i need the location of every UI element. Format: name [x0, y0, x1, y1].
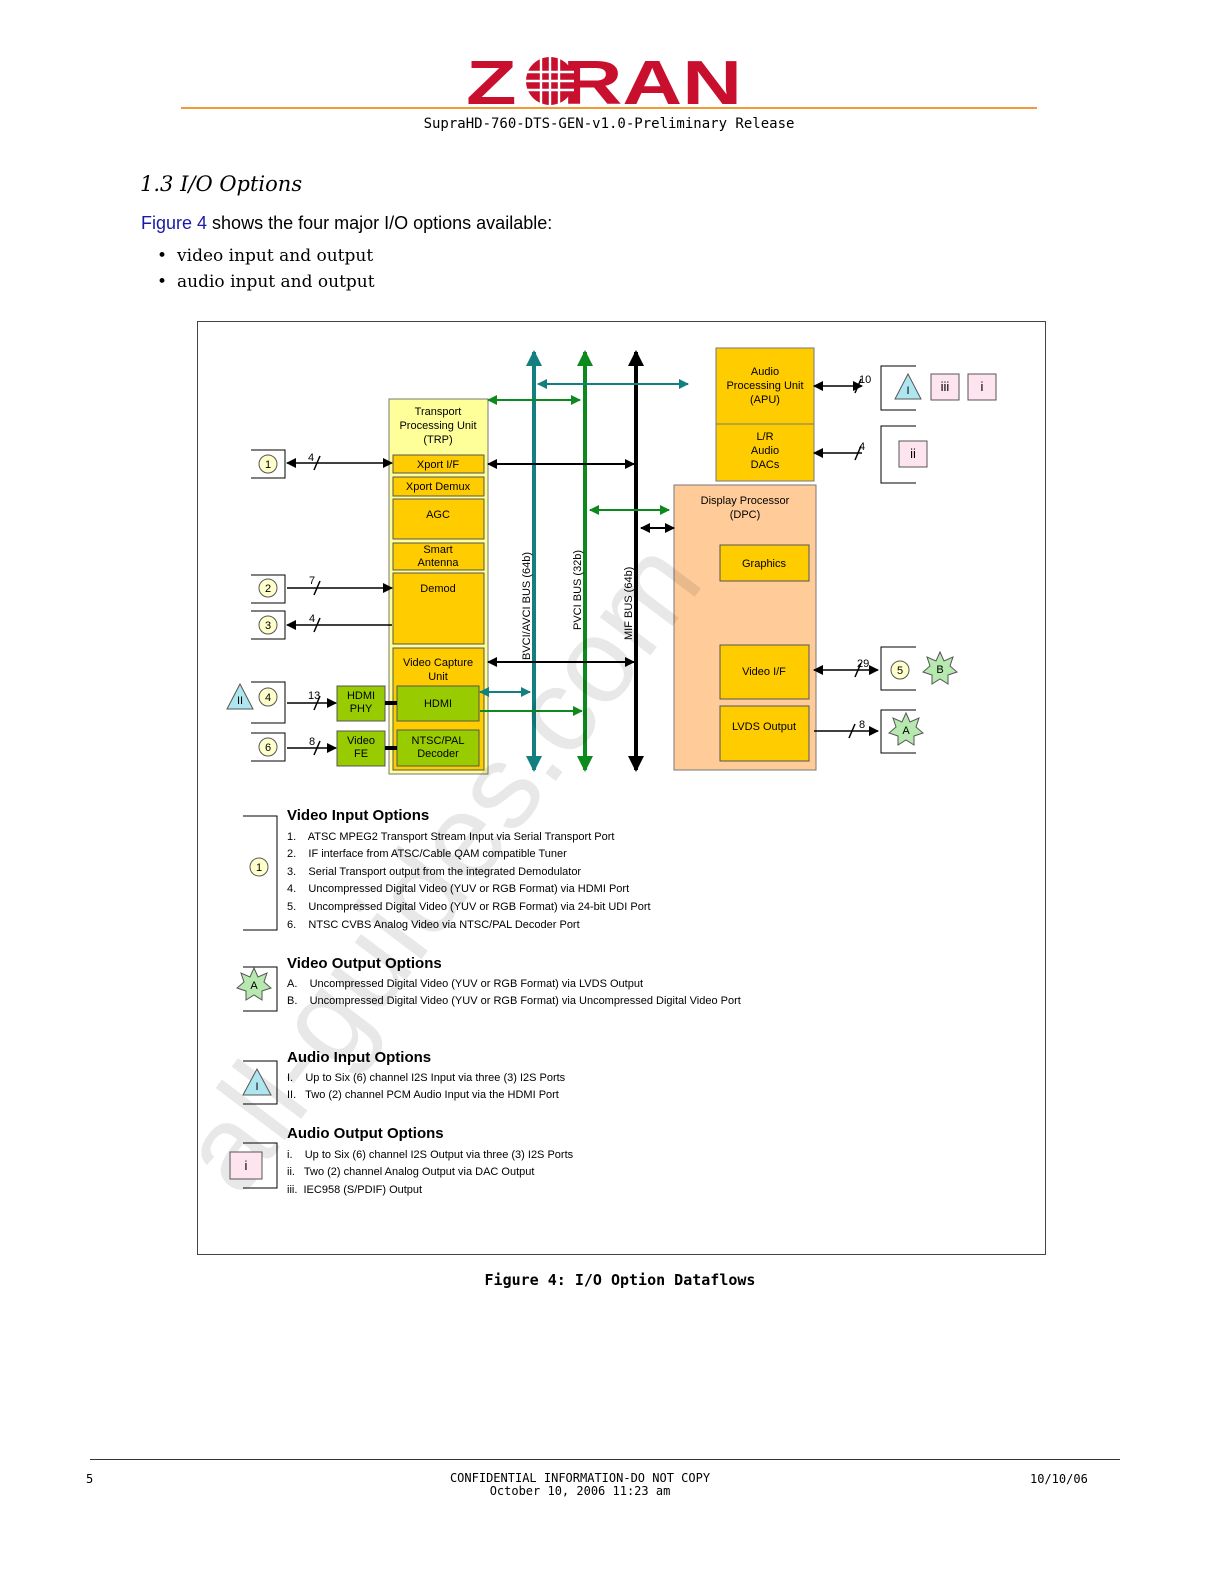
width-lvds: 8	[859, 719, 865, 731]
width-in2: 7	[309, 575, 315, 587]
audio-in-II-icon: II	[237, 695, 243, 707]
svg-text:Z RAN: Z RAN	[466, 54, 742, 108]
footer-center: CONFIDENTIAL INFORMATION-DO NOT COPY Oct…	[380, 1472, 780, 1498]
dpc-label: Display Processor(DPC)	[701, 495, 790, 521]
agc-label: AGC	[426, 509, 450, 521]
bvci-bus-label: BVCI/AVCI BUS (64b)	[521, 552, 533, 660]
legend-item: 5. Uncompressed Digital Video (YUV or RG…	[287, 901, 651, 913]
pvci-bus-label: PVCI BUS (32b)	[572, 550, 584, 630]
header-rule	[181, 107, 1037, 109]
lvds-label: LVDS Output	[732, 721, 796, 733]
video-out-A-icon: A	[902, 725, 910, 737]
port-5-icon: 5	[897, 665, 903, 677]
legend-item: II. Two (2) channel PCM Audio Input via …	[287, 1089, 559, 1101]
mif-bus-label: MIF BUS (64b)	[623, 567, 635, 640]
hdmi-label: HDMI	[424, 698, 452, 710]
width-out3: 4	[309, 613, 315, 625]
legend-video-out-title: Video Output Options	[287, 955, 442, 972]
legend-video-in-icon: 1	[256, 862, 262, 874]
document-subtitle: SupraHD-760-DTS-GEN-v1.0-Preliminary Rel…	[423, 116, 795, 132]
audio-out-i-icon: i	[981, 379, 984, 394]
video-out-B-icon: B	[936, 664, 943, 676]
legend-audio-out-title: Audio Output Options	[287, 1125, 444, 1142]
graphics-label: Graphics	[742, 558, 787, 570]
footer-date: 10/10/06	[1030, 1472, 1088, 1486]
section-title: 1.3 I/O Options	[140, 172, 303, 196]
legend-item: i. Up to Six (6) channel I2S Output via …	[287, 1149, 574, 1161]
legend-item: 2. IF interface from ATSC/Cable QAM comp…	[287, 848, 567, 860]
legend-audio-in-title: Audio Input Options	[287, 1049, 431, 1066]
legend-item: B. Uncompressed Digital Video (YUV or RG…	[287, 995, 741, 1007]
audio-out-ii-icon: ii	[910, 446, 916, 461]
legend-audio-in-icon: I	[255, 1081, 258, 1093]
port-4-icon: 4	[265, 692, 271, 704]
demod-label: Demod	[420, 583, 455, 595]
xport-if-label: Xport I/F	[417, 459, 459, 471]
legend-item: 6. NTSC CVBS Analog Video via NTSC/PAL D…	[287, 919, 580, 931]
width-in6: 8	[309, 736, 315, 748]
zoran-logo: Z RAN	[466, 54, 742, 108]
width-in4: 13	[308, 690, 320, 702]
figure-caption: Figure 4: I/O Option Dataflows	[484, 1271, 756, 1289]
port-2-icon: 2	[265, 583, 271, 595]
legend-item: ii. Two (2) channel Analog Output via DA…	[287, 1166, 534, 1178]
legend-item: I. Up to Six (6) channel I2S Input via t…	[287, 1072, 566, 1084]
legend-item: A. Uncompressed Digital Video (YUV or RG…	[287, 978, 643, 990]
intro-text: shows the four major I/O options availab…	[207, 213, 553, 233]
port-3-icon: 3	[265, 620, 271, 632]
legend-video-out-icon: A	[250, 980, 258, 992]
page-number: 5	[86, 1472, 94, 1486]
legend-audio-out-icon: i	[245, 1158, 248, 1173]
legend-item: 1. ATSC MPEG2 Transport Stream Input via…	[287, 831, 614, 843]
legend-item: iii. IEC958 (S/PDIF) Output	[287, 1184, 422, 1196]
width-in1: 4	[308, 452, 314, 464]
globe-icon	[526, 57, 574, 105]
legend-video-in-title: Video Input Options	[287, 807, 429, 824]
width-apu: 10	[859, 374, 871, 386]
legend-item: 3. Serial Transport output from the inte…	[287, 866, 581, 878]
footer-timestamp: October 10, 2006 11:23 am	[489, 1484, 671, 1498]
xport-demux-label: Xport Demux	[406, 481, 471, 493]
footer-rule	[90, 1459, 1120, 1460]
intro-paragraph: Figure 4 shows the four major I/O option…	[141, 213, 552, 234]
width-dac: 4	[859, 441, 865, 453]
figure-link[interactable]: Figure 4	[141, 213, 208, 233]
width-vif: 29	[857, 658, 869, 670]
legend-item: 4. Uncompressed Digital Video (YUV or RG…	[287, 883, 629, 895]
audio-out-iii-icon: iii	[941, 379, 950, 394]
video-if-label: Video I/F	[742, 666, 786, 678]
audio-in-I-icon: I	[906, 385, 909, 397]
port-1-icon: 1	[265, 459, 271, 471]
confidential-notice: CONFIDENTIAL INFORMATION-DO NOT COPY	[449, 1471, 711, 1485]
port-6-icon: 6	[265, 742, 271, 754]
bullet-item: audio input and output	[157, 269, 375, 295]
bullet-list: video input and output audio input and o…	[157, 243, 375, 295]
bullet-item: video input and output	[157, 243, 375, 269]
